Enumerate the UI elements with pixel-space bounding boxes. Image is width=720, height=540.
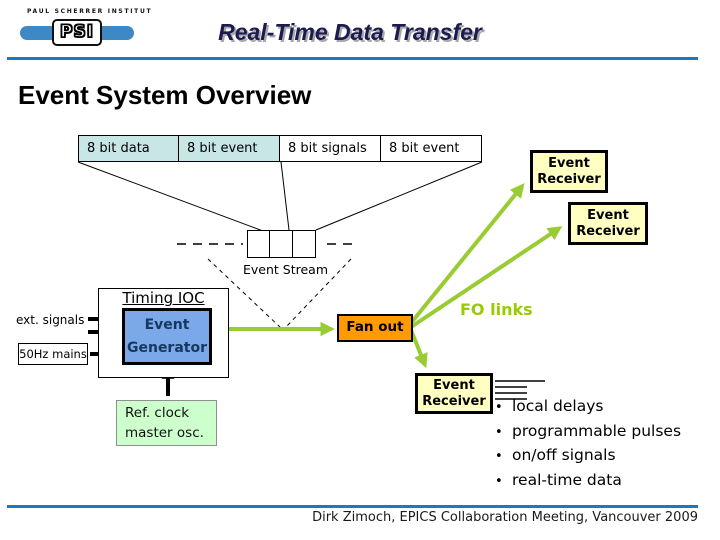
event-receiver-line1: Event	[433, 377, 475, 393]
frame-cell-signals: 8 bit signals	[280, 135, 381, 162]
feature-item: on/off signals	[495, 446, 681, 471]
frame-cell-event1: 8 bit event	[179, 135, 280, 162]
feature-item: local delays	[495, 397, 681, 422]
psi-logo-acronym: PSI	[52, 19, 102, 46]
frame-cell-event2: 8 bit event	[381, 135, 482, 162]
feature-item: real-time data	[495, 471, 681, 496]
event-receiver-line1: Event	[587, 207, 629, 223]
event-receiver-line2: Receiver	[537, 171, 601, 187]
mains-box: 50Hz mains	[18, 343, 88, 365]
timing-ioc-label: Timing IOC	[122, 289, 205, 307]
frame-callout-lines	[77, 161, 483, 232]
feature-text: local delays	[512, 397, 604, 415]
ext-signals-label: ext. signals	[16, 313, 85, 327]
bullet-icon	[495, 446, 512, 464]
event-receiver-box-3: Event Receiver	[415, 373, 493, 414]
event-stream-label: Event Stream	[243, 262, 329, 277]
header-rule	[7, 57, 698, 60]
receiver-feature-list: local delays programmable pulses on/off …	[495, 397, 681, 495]
event-receiver-line1: Event	[548, 155, 590, 171]
event-stream-frame	[247, 230, 316, 258]
feature-item: programmable pulses	[495, 422, 681, 447]
footer-rule	[7, 505, 698, 508]
event-generator-line1: Event	[144, 317, 190, 334]
bullet-icon	[495, 397, 512, 415]
fan-out-box: Fan out	[337, 314, 413, 342]
frame-cell-data: 8 bit data	[78, 135, 179, 162]
psi-institute-name: PAUL SCHERRER INSTITUT	[27, 8, 153, 15]
feature-text: on/off signals	[512, 446, 616, 464]
event-generator-box: Event Generator	[122, 308, 212, 365]
stream-cell	[247, 230, 270, 258]
psi-logo-icon: PSI	[20, 19, 144, 47]
psi-logo: PAUL SCHERRER INSTITUT PSI	[20, 8, 153, 54]
bullet-icon	[495, 422, 512, 440]
feature-text: real-time data	[512, 470, 622, 489]
fo-links-label: FO links	[460, 300, 533, 319]
ref-clock-line1: Ref. clock	[125, 405, 190, 421]
event-receiver-box-1: Event Receiver	[530, 150, 608, 193]
stream-cell	[293, 230, 316, 258]
event-generator-line2: Generator	[126, 339, 207, 356]
feature-text: programmable pulses	[512, 421, 682, 440]
stream-cell-highlight	[270, 230, 293, 258]
event-frame-table: 8 bit data 8 bit event 8 bit signals 8 b…	[78, 135, 482, 162]
ref-clock-box: Ref. clock master osc.	[116, 400, 217, 446]
footer-credit: Dirk Zimoch, EPICS Collaboration Meeting…	[312, 510, 698, 525]
event-receiver-line2: Receiver	[422, 393, 486, 409]
slide-title: Event System Overview	[18, 80, 312, 110]
presentation-title: Real-Time Data Transfer	[218, 19, 482, 45]
event-receiver-box-2: Event Receiver	[568, 202, 648, 245]
event-receiver-line2: Receiver	[576, 223, 640, 239]
bullet-icon	[495, 471, 512, 489]
ref-clock-line2: master osc.	[125, 425, 204, 441]
